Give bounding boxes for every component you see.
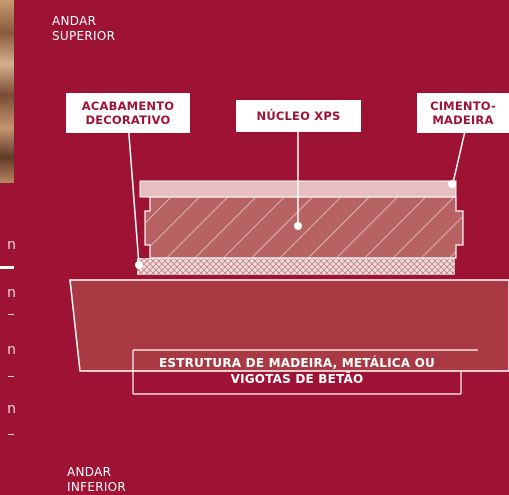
lower-floor-label: ANDAR INFERIOR xyxy=(67,465,127,494)
board-leader xyxy=(452,130,466,184)
decorative-mesh-pattern xyxy=(137,258,455,275)
structure-label: ESTRUTURA DE MADEIRA, METÁLICA OU VIGOTA… xyxy=(159,356,435,386)
cropped-side-text: n xyxy=(7,342,16,358)
cropped-side-dash xyxy=(8,434,14,435)
upper-floor-label: ANDAR SUPERIOR xyxy=(52,14,116,43)
board-callout: CIMENTO- MADEIRA xyxy=(417,93,509,133)
finish-point xyxy=(135,261,143,269)
structure-beam xyxy=(69,279,509,372)
core-point xyxy=(294,222,302,230)
finish-callout: ACABAMENTO DECORATIVO xyxy=(66,93,190,133)
finish-leader xyxy=(127,121,140,266)
cropped-side-text: n xyxy=(7,401,16,417)
cropped-side-rule xyxy=(0,266,14,269)
cropped-side-text: n xyxy=(7,237,16,253)
core-callout: NÚCLEO XPS xyxy=(236,100,361,132)
xps-core-hatch xyxy=(145,197,463,258)
cropped-side-dash xyxy=(8,376,14,377)
wood-photo-strip xyxy=(0,0,14,183)
cropped-side-dash xyxy=(8,314,14,315)
cropped-side-text: n xyxy=(7,285,16,301)
board-point xyxy=(448,180,456,188)
